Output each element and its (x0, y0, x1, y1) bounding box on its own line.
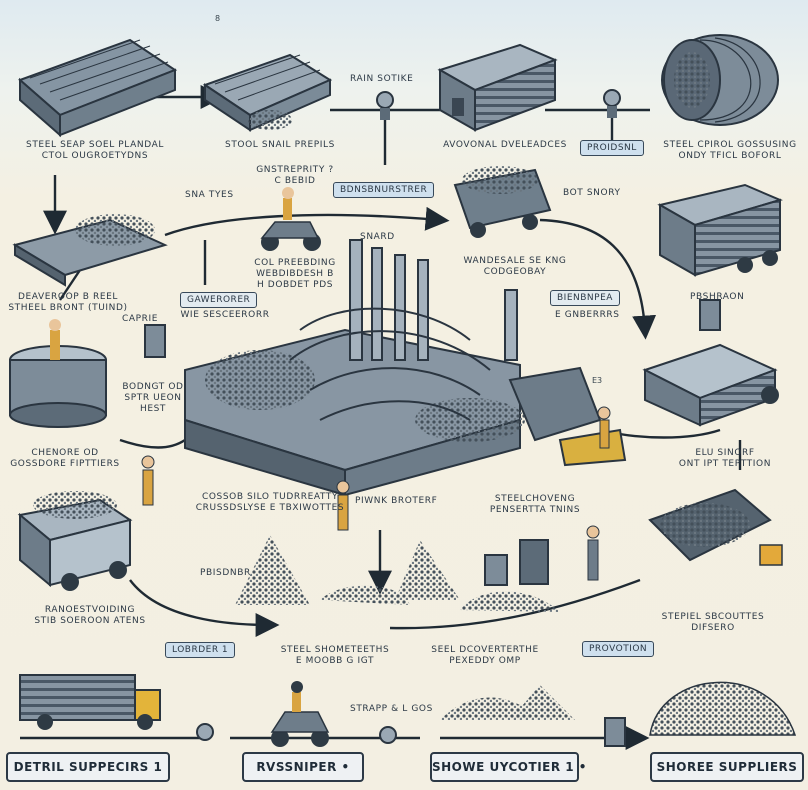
label-avonval: AVOVONAL DVELEADCES (440, 140, 570, 151)
label-rain-switke: RAIN SOTIKE (350, 74, 413, 85)
label-capirie: CAPRIE (122, 314, 158, 325)
tag-lobrder[interactable]: LOBRDER 1 (165, 642, 235, 658)
label-steel-scrap: STEEL SEAP SOEL PLANDAL CTOL OUGROETYDNS (15, 140, 175, 162)
showe-uycotier-button[interactable]: SHOWE UYCOTIER 1 • (430, 752, 579, 782)
shredder-machine-icon (645, 345, 779, 425)
stacked-pipes-icon (205, 55, 330, 130)
scrap-pieces-pile (440, 685, 575, 720)
rvssniper-button[interactable]: RVSSNIPER • (242, 752, 364, 782)
detril-suppliers-button[interactable]: DETRIL SUPPECIRS 1 (6, 752, 170, 782)
scrap-slab-heap-icon (15, 214, 165, 285)
label-stool-preps: STOOL SNAIL PREPILS (210, 140, 350, 151)
label-snard: SNARD (360, 232, 395, 243)
valve-icon-3 (197, 724, 213, 740)
label-ranoes: RANOESTVOIDING STIB SOEROON ATENS (25, 605, 155, 627)
label-gnstrepity: GNSTREPRITY ? C BEBID (245, 165, 345, 187)
label-eu-snorf: ELU SINORF ONT IPT TEPTTION (660, 448, 790, 470)
label-chenoroe: CHENORE OD GOSSDORE FIPTTIERS (10, 448, 120, 470)
mixing-tank-icon (10, 319, 106, 427)
cargo-truck-scrap-icon (20, 491, 130, 591)
label-vie-sescelbr: WIE SESCEERORR (175, 310, 275, 321)
scooter-rider-icon (261, 187, 321, 251)
label-sna-tyes: SNA TYES (185, 190, 234, 201)
label-steelchoveng: STEELCHOVENG PENSERTTA TNINS (475, 494, 595, 516)
bin-icon-1 (145, 325, 165, 357)
delivery-truck-icon (20, 675, 160, 730)
tag-provotion[interactable]: PROVOTION (582, 641, 654, 657)
label-piwnk: PIWNK BROTERF (355, 496, 437, 507)
drums-icon (485, 540, 548, 585)
label-bot-snory: BOT SNORY (563, 188, 621, 199)
tag-bdnsbritser[interactable]: BDNSBNURSTRER (333, 182, 434, 198)
label-steel-cpirol: STEEL CPIROL GOSSUSING ONDY TFICL BOFORL (660, 140, 800, 162)
steel-bars-bundle-icon (20, 40, 175, 135)
bin-icon-2 (700, 300, 720, 330)
final-scrap-heap-icon (650, 682, 795, 735)
valve-icon-1 (377, 92, 393, 120)
label-col-precbuing: COL PREEBDING WEBDIBDESH B H DOBDET PDS (240, 258, 350, 291)
label-cosson: COSSOB SILO TUDRREATTY CRUSSDSLYSE E TBX… (195, 492, 345, 514)
top-number: 8 (215, 14, 220, 23)
num-e3: E3 (592, 376, 602, 385)
label-strapl: STRAPP & L GOS (350, 704, 433, 715)
tag-proidsnl[interactable]: PROIDSNL (580, 140, 644, 156)
container-trailer-icon (660, 185, 780, 275)
label-pbshraon: PBSHRAON (690, 292, 744, 303)
tag-bienbenea[interactable]: BIENBNPEA (550, 290, 620, 306)
steel-coil-barrel-icon (662, 35, 778, 125)
label-egnbers: E GNBERRRS (555, 310, 620, 321)
dump-truck-icon (455, 166, 550, 238)
valve-icon-2 (604, 90, 620, 118)
bin-icon-3 (605, 718, 625, 746)
label-enveroop: DEAVEROOP B REEL STHEEL BRONT (TUIND) (8, 292, 128, 314)
label-bodngt: BODNGT OD SPTR UEON HEST (118, 382, 188, 415)
scrap-crusher-icon (650, 490, 782, 565)
label-steriel: STEPIEL SBCOUTTES DIFSERO (648, 612, 778, 634)
tag-gaweroner[interactable]: GAWERORER (180, 292, 257, 308)
valve-icon-4 (380, 727, 396, 743)
label-wandesale: WANDESALE SE KNG CODGEOBAY (455, 256, 575, 278)
shoree-suppliers-button[interactable]: SHOREE SUPPLIERS (650, 752, 804, 782)
label-steel-shmeteeth: STEEL SHOMETEETHS E MOOBB G IGT (270, 645, 400, 667)
label-pbisdnbr: PBISDNBR (200, 568, 251, 579)
label-seel-dcovert: SEEL DCOVERTERTHE PEXEDDY OMP (425, 645, 545, 667)
warehouse-container-icon (440, 45, 555, 130)
scrap-piles (235, 535, 560, 612)
